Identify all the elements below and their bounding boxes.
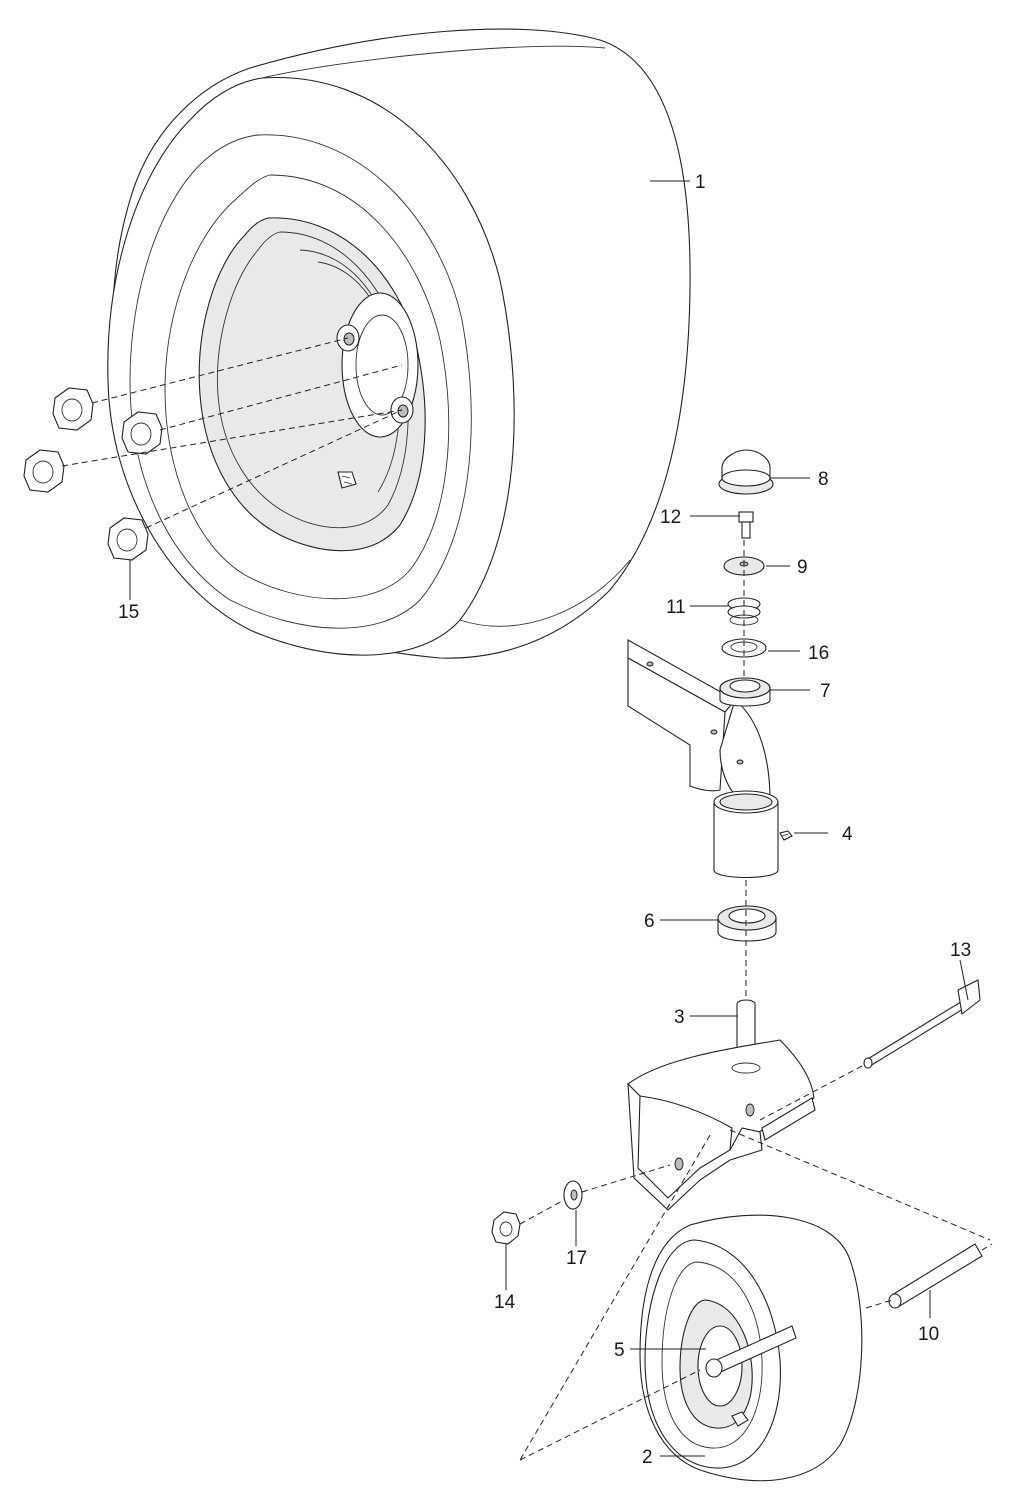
- axle-washer: [563, 1180, 583, 1210]
- spacer-tube: [888, 1243, 983, 1309]
- callout-6: 6: [644, 911, 655, 932]
- callout-9: 9: [797, 557, 808, 578]
- lug-nut: [107, 517, 149, 561]
- callout-11: 11: [666, 597, 686, 618]
- callout-2: 2: [642, 1447, 653, 1468]
- callout-10: 10: [918, 1324, 939, 1345]
- caster-housing-tube: [713, 790, 779, 879]
- drive-wheel-assembly: [107, 28, 691, 659]
- caster-wheel-assembly: [639, 1214, 863, 1482]
- callout-7: 7: [820, 681, 831, 702]
- callout-12: 12: [660, 507, 681, 528]
- axle-nut: [491, 1211, 521, 1245]
- dust-cap: [718, 449, 774, 495]
- callout-8: 8: [818, 469, 829, 490]
- lug-nut: [23, 449, 65, 493]
- callout-5: 5: [614, 1340, 625, 1361]
- lower-bearing: [717, 905, 777, 942]
- bolt: [738, 511, 754, 539]
- callout-3: 3: [674, 1007, 685, 1028]
- lug-nut: [121, 411, 163, 455]
- callout-15: 15: [118, 602, 139, 623]
- frame-arm: [627, 540, 771, 801]
- lug-nuts: [23, 387, 163, 561]
- callout-labels: 1 2 3 4 5 6 7 8 9 10 11 12 13 14 15 16 1…: [118, 172, 971, 1468]
- caster-fork: [627, 1039, 816, 1211]
- grease-fitting: [779, 830, 793, 841]
- callout-16: 16: [808, 643, 829, 664]
- valve-stem: [337, 471, 357, 489]
- callout-17: 17: [566, 1248, 587, 1269]
- leader-lines: [129, 180, 969, 1457]
- callout-14: 14: [494, 1292, 516, 1313]
- lug-nut: [52, 387, 94, 431]
- upper-bearing: [719, 677, 771, 707]
- callout-13: 13: [950, 940, 971, 961]
- callout-1: 1: [695, 172, 706, 193]
- axle-bolt: [863, 979, 981, 1069]
- callout-4: 4: [842, 824, 853, 845]
